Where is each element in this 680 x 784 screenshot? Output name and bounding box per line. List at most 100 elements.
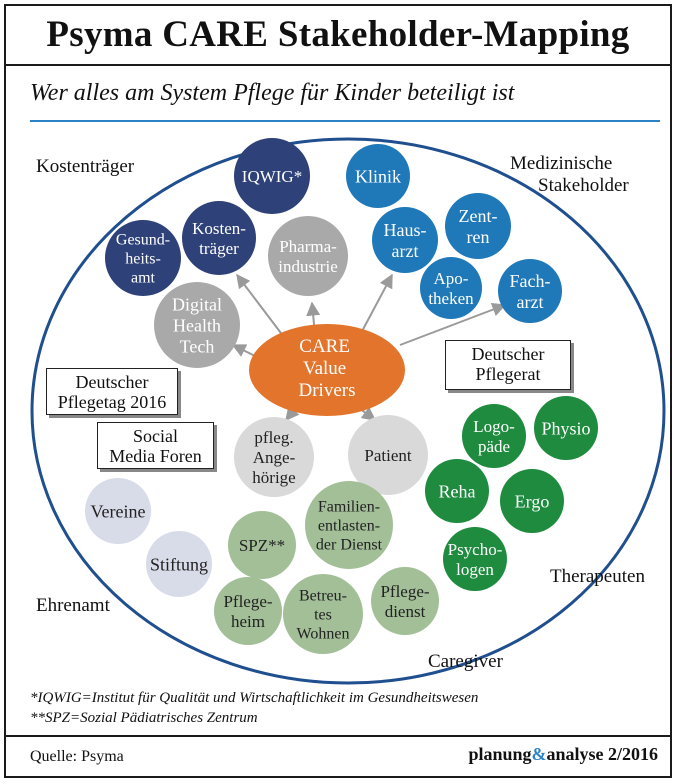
circle-logopaede: Logo-päde xyxy=(462,404,526,468)
circle-psychologen-label: Psycho-logen xyxy=(448,540,503,579)
circle-pharma-shape xyxy=(268,216,348,296)
circle-facharzt-label: Fach-arzt xyxy=(510,271,551,312)
circle-apotheken-label: Apo-theken xyxy=(428,269,474,308)
stakeholder-circles: IQWIG* Gesund-heits-amt Kosten-träger Klini… xyxy=(85,138,598,654)
circle-patient: Patient xyxy=(348,415,428,495)
circle-gesundheitsamt-label: Gesund-heits-amt xyxy=(116,232,170,287)
box-pflegetag-line-2: Pflegetag 2016 xyxy=(57,392,167,412)
circle-spz-label: SPZ** xyxy=(239,536,285,555)
circle-iqwig-label: IQWIG* xyxy=(242,167,302,186)
group-label-stakeholder: Stakeholder xyxy=(538,175,629,196)
circle-vereine-line-1: Vereine xyxy=(91,501,146,521)
circle-betreutes-line-3: Wohnen xyxy=(297,626,350,643)
brand-ampersand: & xyxy=(531,744,547,764)
page-subtitle: Wer alles am System Pflege für Kinder be… xyxy=(30,80,515,106)
arrow-facharzt xyxy=(399,302,507,346)
brand-part-1: planung xyxy=(468,744,532,764)
circle-facharzt-line-1: Fach- xyxy=(510,271,551,291)
footnote-spz: **SPZ=Sozial Pädiatrisches Zentrum xyxy=(30,710,258,726)
circle-digital-line-2: Health xyxy=(173,315,221,335)
circle-zentren: Zent-ren xyxy=(445,193,511,259)
circle-zentren-line-2: ren xyxy=(467,227,490,247)
circle-pflegeheim: Pflege-heim xyxy=(214,577,282,645)
footer-divider xyxy=(4,735,672,737)
circle-pflegedienst-label: Pflege-dienst xyxy=(380,582,429,621)
circle-kostentraeger-shape xyxy=(182,201,256,275)
circle-familien: Familien-entlasten-der Dienst xyxy=(305,481,393,569)
circle-pflegeheim-label: Pflege-heim xyxy=(223,592,272,631)
circle-psychologen: Psycho-logen xyxy=(443,527,507,591)
circle-klinik: Klinik xyxy=(346,144,410,208)
circle-digital-line-1: Digital xyxy=(172,294,222,314)
circle-spz-line-1: SPZ** xyxy=(239,536,285,555)
circle-zentren-label: Zent-ren xyxy=(459,206,498,247)
group-label-caregiver: Caregiver xyxy=(428,651,503,672)
group-label-medizinische: Medizinische xyxy=(510,153,613,174)
group-label-ehrenamt: Ehrenamt xyxy=(36,595,110,616)
center-node: CARE Value Drivers xyxy=(249,324,405,416)
circle-physio-line-1: Physio xyxy=(541,418,590,438)
circle-kostentraeger-label: Kosten-träger xyxy=(192,219,246,258)
circle-spz-shape xyxy=(228,511,296,579)
circle-reha: Reha xyxy=(425,459,489,523)
circle-hausarzt: Haus-arzt xyxy=(372,207,438,273)
circle-reha-label: Reha xyxy=(439,481,476,501)
circle-pharma-line-1: Pharma- xyxy=(279,237,337,256)
circle-physio-label: Physio xyxy=(541,418,590,438)
circle-facharzt-line-2: arzt xyxy=(517,292,544,312)
circle-klinik-label: Klinik xyxy=(355,166,401,186)
stakeholder-ellipse xyxy=(30,137,666,685)
circle-logopaede-line-1: Logo- xyxy=(473,417,515,436)
circle-physio-shape xyxy=(534,396,598,460)
box-social-line-1: Social xyxy=(133,426,178,446)
circle-angehoerige-line-2: Ange- xyxy=(253,448,296,467)
circle-pharma-label: Pharma-industrie xyxy=(278,237,338,276)
box-pflegerat-line-2: Pflegerat xyxy=(475,364,541,384)
circle-logopaede-line-2: päde xyxy=(478,437,510,456)
circle-ergo: Ergo xyxy=(500,469,564,533)
circle-vereine: Vereine xyxy=(85,478,151,544)
circle-digital-line-3: Tech xyxy=(180,336,215,356)
circle-familien-line-1: Familien- xyxy=(318,499,380,516)
circle-familien-line-3: der Dienst xyxy=(316,537,383,554)
circle-patient-label: Patient xyxy=(364,446,411,465)
circle-kostentraeger: Kosten-träger xyxy=(182,201,256,275)
care-value-drivers-ellipse xyxy=(249,324,405,416)
circle-apotheken-line-1: Apo- xyxy=(434,269,469,288)
circle-pflegeheim-line-2: heim xyxy=(231,612,265,631)
circle-pflegedienst-shape xyxy=(371,567,439,635)
circle-angehoerige-line-1: pfleg. xyxy=(254,428,293,447)
circle-pflegeheim-line-1: Pflege- xyxy=(223,592,272,611)
circle-zentren-line-1: Zent- xyxy=(459,206,498,226)
circle-familien-label: Familien-entlasten-der Dienst xyxy=(316,499,383,554)
circle-apotheken: Apo-theken xyxy=(420,257,482,319)
circle-pflegeheim-shape xyxy=(214,577,282,645)
center-line-1: CARE xyxy=(299,336,350,357)
source-label: Quelle: Psyma xyxy=(30,748,124,765)
circle-pflegedienst-line-1: Pflege- xyxy=(380,582,429,601)
group-label-therapeuten: Therapeuten xyxy=(550,566,645,587)
page-title: Psyma CARE Stakeholder-Mapping xyxy=(4,4,672,66)
circle-betreutes-shape xyxy=(283,574,363,654)
circle-ergo-label: Ergo xyxy=(515,491,550,511)
center-line-3: Drivers xyxy=(299,380,356,401)
circle-angehoerige: pfleg.Ange-hörige xyxy=(234,417,314,497)
circle-pflegedienst: Pflege-dienst xyxy=(371,567,439,635)
circle-apotheken-line-2: theken xyxy=(428,289,474,308)
circle-pharma: Pharma-industrie xyxy=(268,216,348,296)
circle-klinik-line-1: Klinik xyxy=(355,166,401,186)
circle-kostentraeger-line-1: Kosten- xyxy=(192,219,246,238)
circle-angehoerige-shape xyxy=(234,417,314,497)
circle-ergo-shape xyxy=(500,469,564,533)
circle-hausarzt-line-2: arzt xyxy=(392,241,419,261)
circle-gesundheitsamt-shape xyxy=(105,220,181,296)
footnote-iqwig: *IQWIG=Institut für Qualität und Wirtsch… xyxy=(30,690,479,706)
circle-patient-line-1: Patient xyxy=(364,446,411,465)
center-line-2: Value xyxy=(303,358,346,379)
circle-familien-shape xyxy=(305,481,393,569)
circle-gesundheitsamt-line-1: Gesund- xyxy=(116,232,170,249)
